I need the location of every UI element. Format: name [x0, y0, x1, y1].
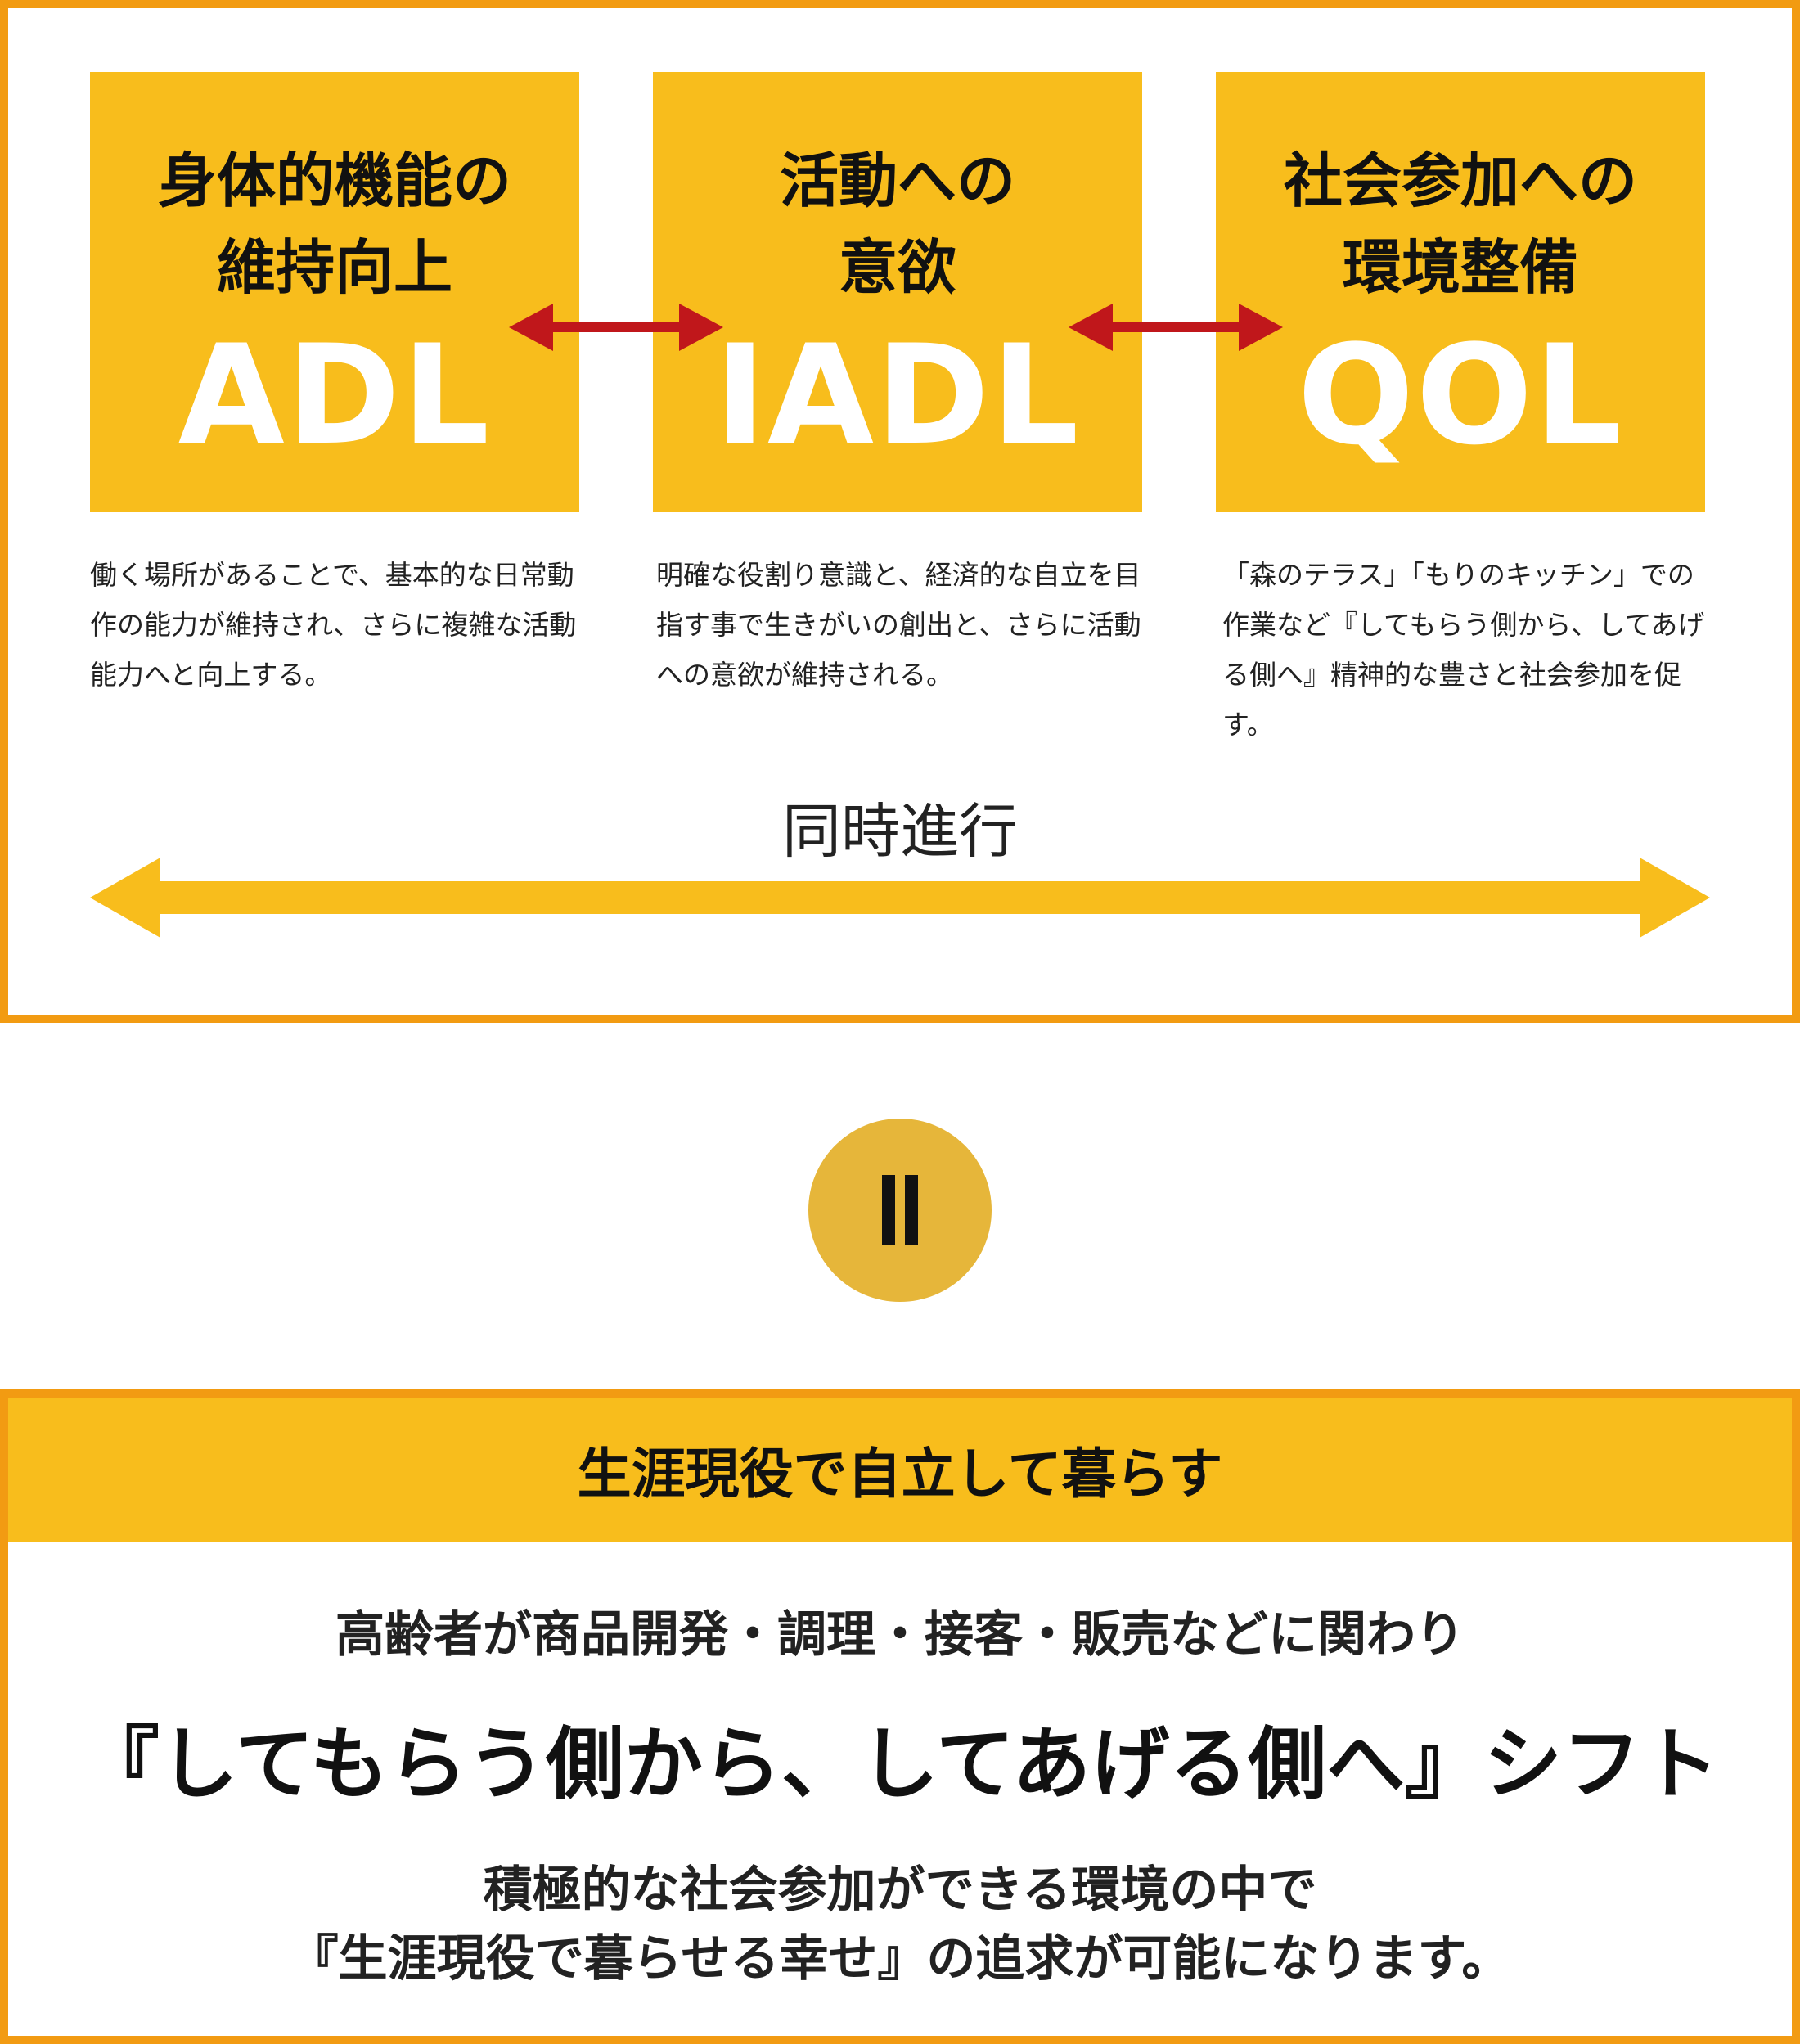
card-iadl: 活動への 意欲 IADL: [653, 72, 1142, 512]
card-adl: 身体的機能の 維持向上 ADL: [90, 72, 579, 512]
simultaneous-label: 同時進行: [781, 797, 1018, 866]
result-panel: 生涯現役で自立して暮らす 高齢者が商品開発・調理・接客・販売などに関わり 『して…: [0, 1389, 1800, 2044]
card-qol: 社会参加への 環境整備 QOL: [1216, 72, 1705, 512]
result-line1: 高齢者が商品開発・調理・接客・販売などに関わり: [335, 1606, 1465, 1664]
result-header: 生涯現役で自立して暮らす: [8, 1398, 1792, 1542]
equals-icon: [808, 1119, 992, 1302]
card-description-qol: 「森のテラス」「もりのキッチン」での作業など『してもらう側から、してあげる側へ』…: [1222, 559, 1705, 741]
connector-layer: [90, 304, 1710, 938]
card-abbr: ADL: [178, 315, 492, 475]
double-arrow-red-icon: [509, 304, 723, 351]
result-slogan: 『してもらう側から、してあげる側へ』シフト: [80, 1718, 1720, 1810]
result-line2: 積極的な社会参加ができる環境の中で 『生涯現役で暮らせる幸せ』の追求が可能になり…: [8, 1856, 1792, 1993]
result-line2b: 『生涯現役で暮らせる幸せ』の追求が可能になります。: [289, 1930, 1511, 1988]
double-arrow-red-icon: [1069, 304, 1283, 351]
double-arrow-yellow-icon: [90, 858, 1710, 938]
card-description-adl: 働く場所があることで、基本的な日常動作の能力が維持され、さらに複雑な活動能力へと…: [90, 559, 577, 691]
card-description-iadl: 明確な役割り意識と、経済的な自立を目指す事で生きがいの創出と、さらに活動への意欲…: [656, 559, 1141, 691]
card-abbr: QOL: [1297, 315, 1624, 475]
result-line2a: 積極的な社会参加ができる環境の中で: [483, 1862, 1317, 1919]
card-abbr: IADL: [714, 315, 1081, 475]
card-title: 活動への 意欲: [779, 146, 1015, 302]
card-title: 身体的機能の 維持向上: [157, 146, 511, 302]
card-title: 社会参加への 環境整備: [1283, 146, 1637, 302]
